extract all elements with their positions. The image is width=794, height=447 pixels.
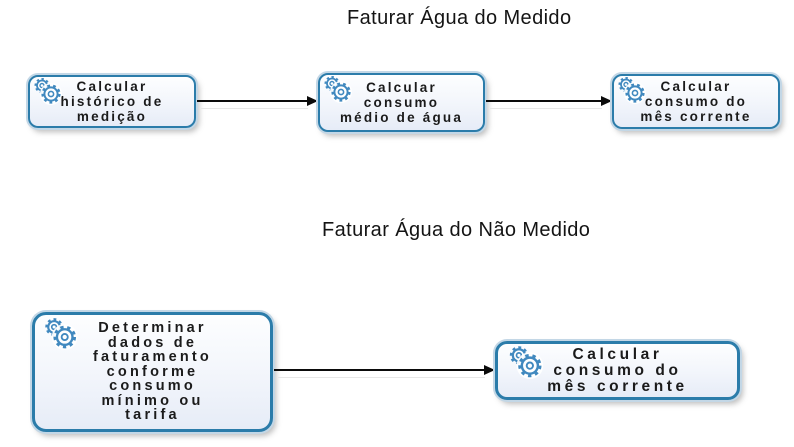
arrow-line — [486, 100, 602, 102]
arrow-head-icon — [484, 365, 495, 375]
task-label: Calcular consumo do mês corrente — [640, 79, 752, 124]
section-title-medido: Faturar Água do Medido — [347, 7, 572, 29]
arrow-shadow — [490, 108, 602, 109]
task-label: Calcular consumo médio de água — [339, 80, 464, 125]
gear-icon — [34, 77, 62, 105]
task-calcular-consumo-mes-corrente: Calcular consumo do mês corrente — [612, 74, 780, 129]
connector-arrow — [486, 96, 612, 109]
connector-arrow — [274, 365, 495, 378]
arrow-head-icon — [601, 96, 612, 106]
arrow-line — [197, 100, 308, 102]
gear-icon — [42, 317, 78, 350]
section-title-nao-medido: Faturar Água do Não Medido — [322, 219, 591, 241]
gear-icon — [618, 76, 646, 104]
arrow-head-icon — [307, 96, 318, 106]
connector-arrow — [197, 96, 318, 109]
task-label: Determinar dados de faturamento conforme… — [93, 320, 212, 424]
gear-icon — [324, 75, 352, 103]
arrow-shadow — [201, 108, 308, 109]
task-calcular-consumo-medio-de-agua: Calcular consumo médio de água — [318, 73, 485, 132]
task-determinar-dados-de-faturamento: Determinar dados de faturamento conforme… — [32, 312, 273, 432]
task-label: Calcular histórico de medição — [60, 79, 164, 124]
task-calcular-consumo-mes-corrente-2: Calcular consumo do mês corrente — [495, 341, 740, 400]
task-calcular-historico-de-medicao: Calcular histórico de medição — [28, 75, 196, 128]
task-label: Calcular consumo do mês corrente — [547, 345, 688, 395]
arrow-line — [274, 369, 485, 371]
arrow-shadow — [278, 377, 485, 378]
gear-icon — [506, 345, 544, 379]
